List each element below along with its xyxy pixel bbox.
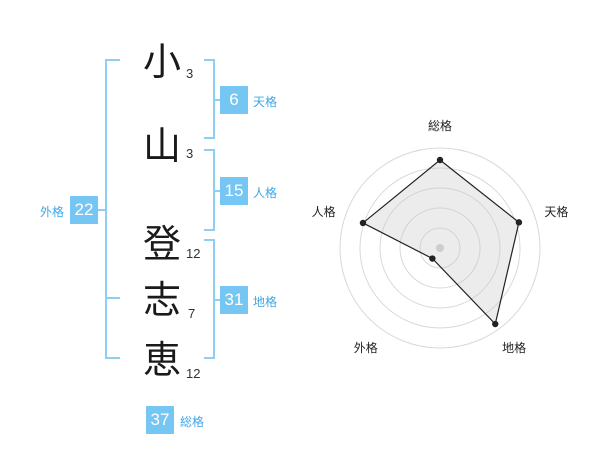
soukaku-value-badge: 37 [146,406,174,434]
tenkaku-value-badge: 6 [220,86,248,114]
name-char-1: 小 [142,40,181,84]
radar-point-2 [515,219,523,226]
radar-point-5 [359,219,367,227]
radar-ring-2 [399,207,481,289]
radar-axis-label-4: 外格 [354,340,378,355]
radar-center-dot [436,244,444,252]
name-char-2: 山 [142,124,181,168]
stroke-count-4: 7 [188,306,196,321]
stroke-count-3: 12 [186,246,201,261]
chikaku-value-badge: 31 [220,286,248,314]
radar-ring-4 [359,167,521,329]
tenkaku-label: 天格 [253,95,278,109]
stroke-count-5: 12 [186,366,201,381]
gaikaku-value-badge: 22 [70,196,98,224]
radar-point-4 [429,255,436,262]
radar-value-polygon [361,159,520,326]
radar-point-3 [492,320,499,328]
radar-ring-1 [419,227,461,269]
radar-ring-5 [339,147,541,349]
stroke-count-1: 3 [186,66,194,81]
name-char-3: 登 [142,222,181,266]
gaikaku-label: 外格 [40,205,65,219]
chikaku-label: 地格 [253,295,278,309]
name-char-5: 恵 [142,338,181,382]
jinkaku-value-badge: 15 [220,177,248,205]
radar-axis-label-1: 総格 [428,118,452,133]
soukaku-label: 総格 [180,415,205,429]
radar-axis-label-2: 天格 [544,204,568,219]
jinkaku-label: 人格 [253,186,278,200]
radar-axis-label-3: 地格 [502,340,526,355]
radar-ring-3 [379,187,501,309]
radar-axis-label-5: 人格 [312,204,336,219]
radar-point-1 [436,156,444,164]
stroke-count-2: 3 [186,146,194,161]
name-char-4: 志 [142,278,181,322]
